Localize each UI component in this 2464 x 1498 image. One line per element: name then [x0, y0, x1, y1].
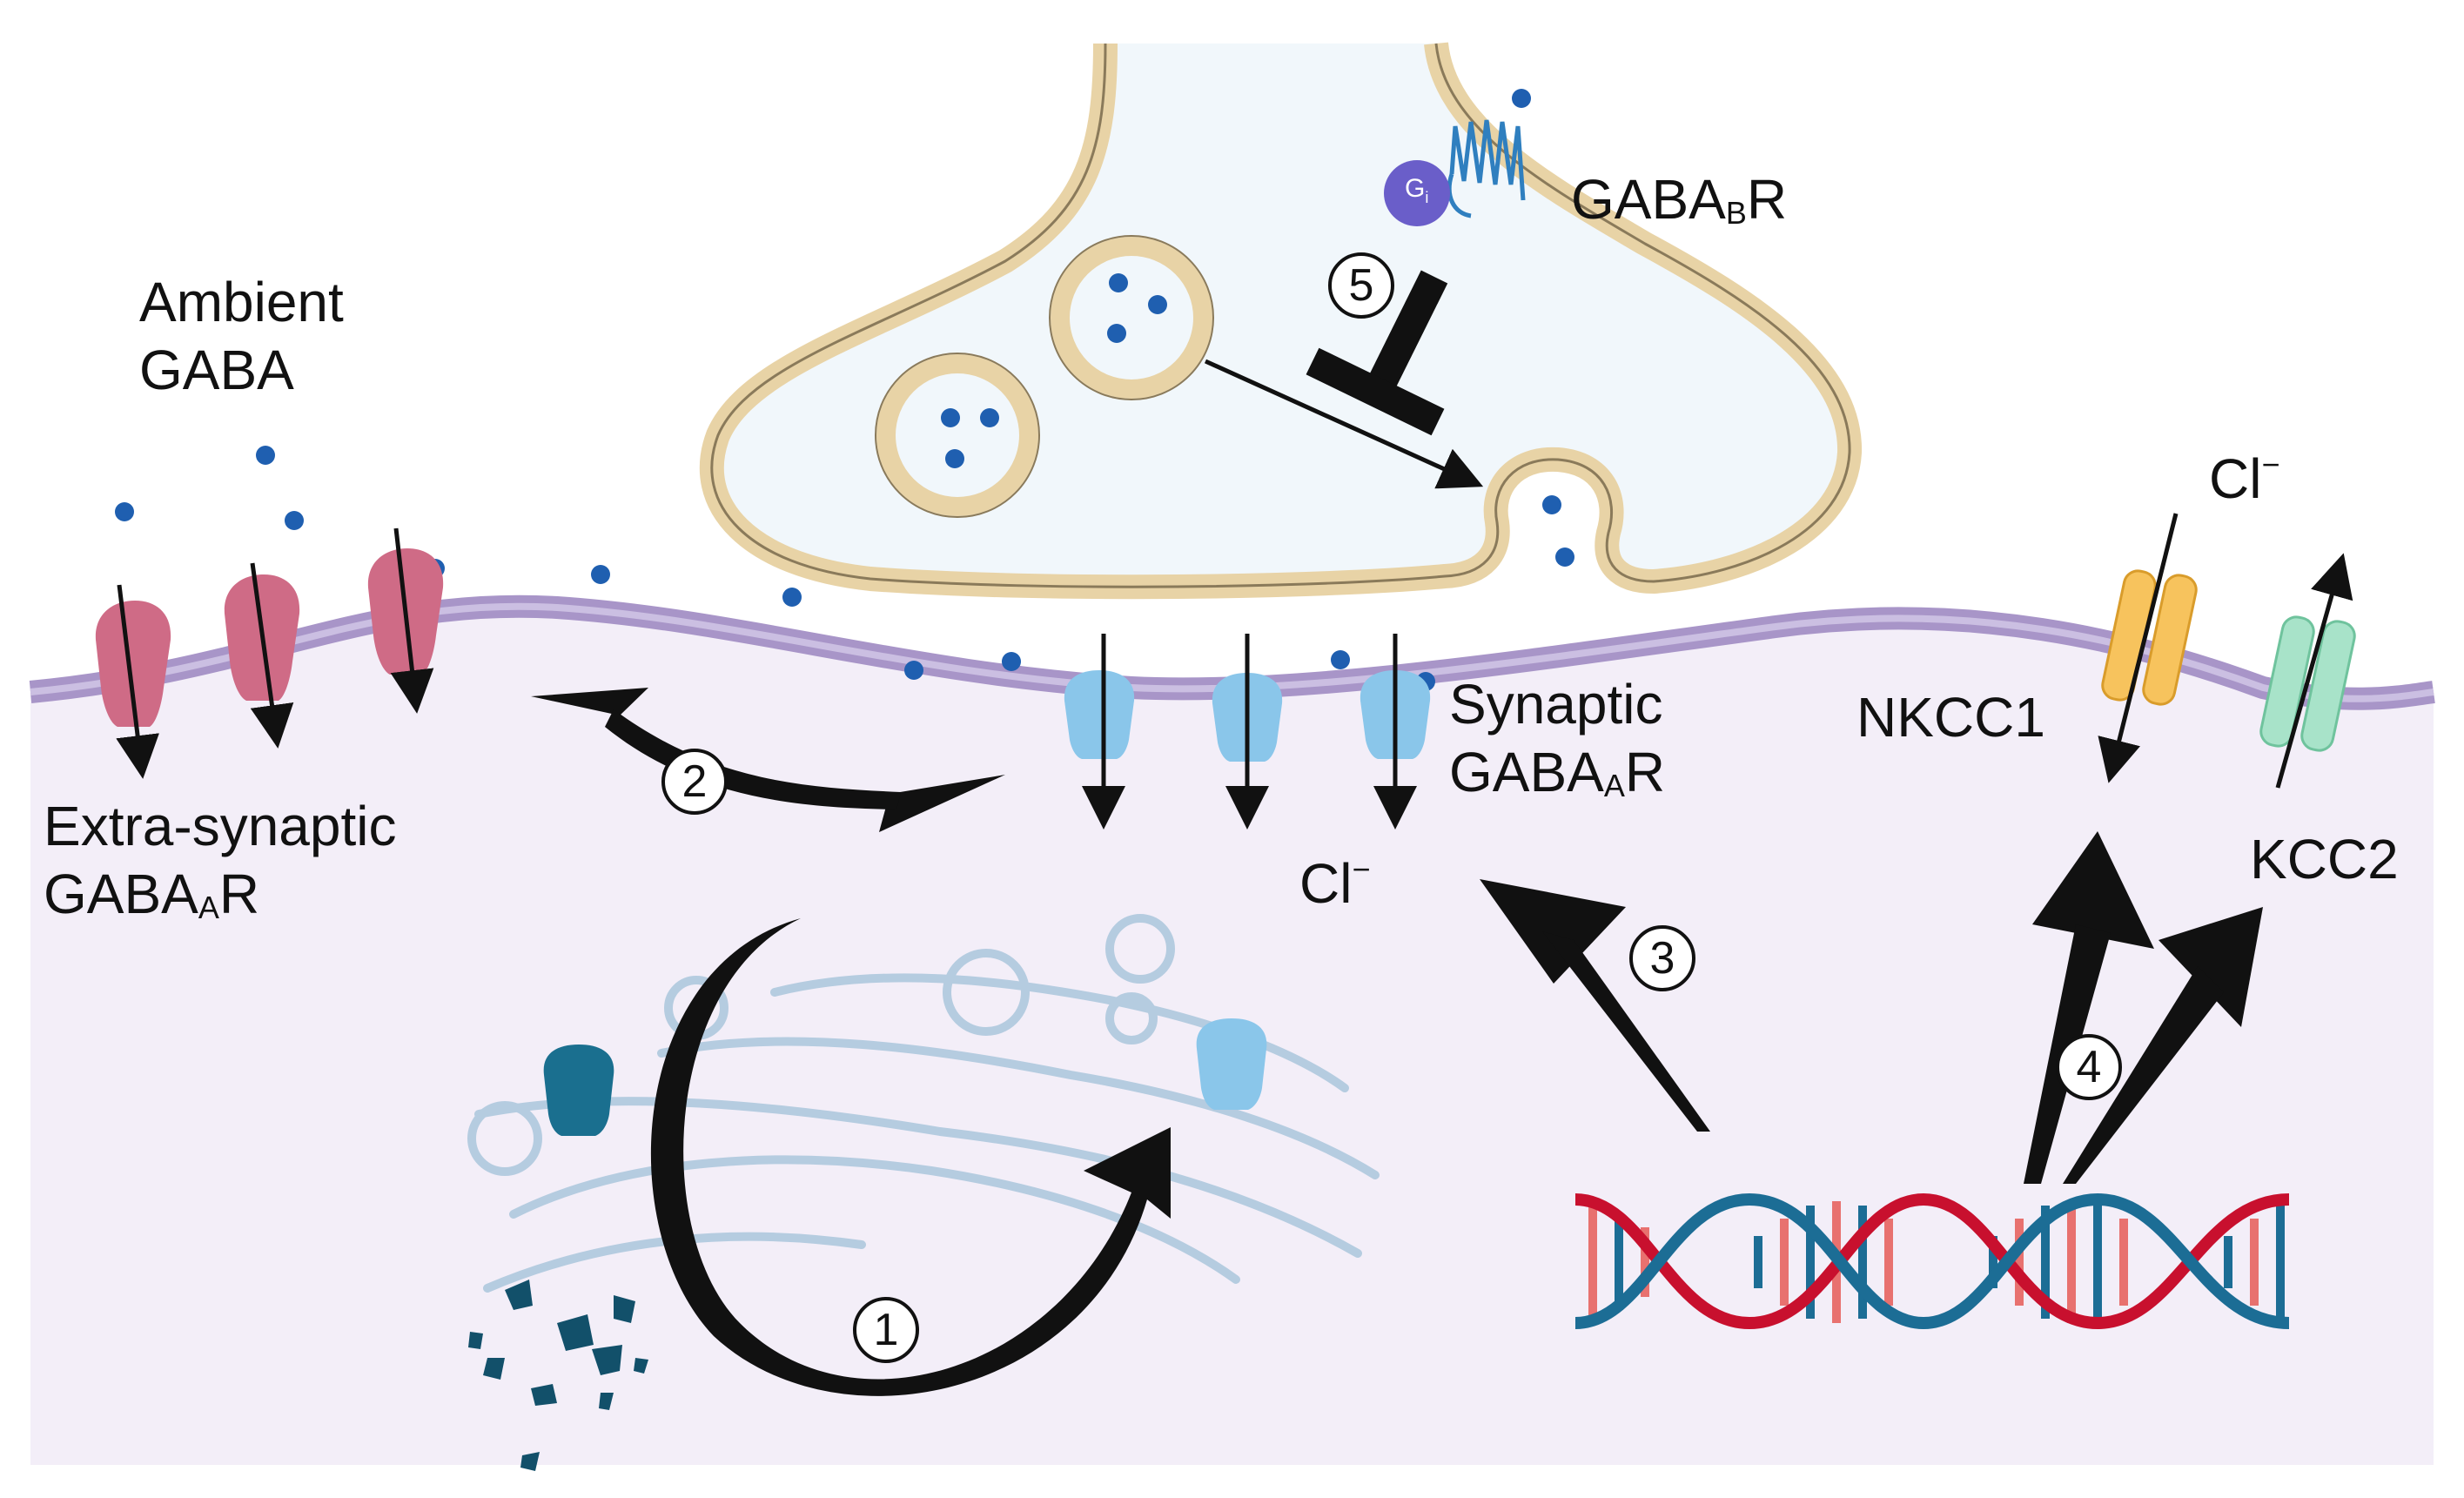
ambient-gaba-line2: GABA — [139, 339, 294, 401]
kcc2-label: KCC2 — [2250, 828, 2399, 890]
nkcc1-transporter-icon — [2101, 569, 2198, 706]
degradation-fragments-icon — [468, 1280, 648, 1471]
gabab-subscript: B — [1725, 195, 1747, 231]
presynaptic-terminal — [699, 42, 1863, 600]
chloride-top-charge: − — [2261, 447, 2280, 482]
dna-helix-icon — [1574, 1192, 2290, 1330]
extrasynaptic-subscript: A — [198, 890, 219, 925]
chloride-mid-label: Cl− — [1299, 836, 1370, 917]
gi-protein-label: Gi — [1405, 174, 1428, 207]
synaptic-line1: Synaptic — [1449, 673, 1663, 736]
golgi-apparatus-icon — [467, 914, 1380, 1293]
presynaptic-membrane-outline — [710, 43, 1851, 588]
synaptic-line2: GABAAR — [1449, 738, 1665, 820]
step-5-badge: 5 — [1328, 252, 1394, 319]
step-1-badge: 1 — [853, 1297, 919, 1363]
nkcc1-label: NKCC1 — [1856, 686, 2045, 749]
ambient-gaba-label: Ambient GABA — [139, 268, 344, 404]
gi-subscript: i — [1425, 189, 1429, 206]
gi-text: G — [1405, 174, 1426, 203]
extrasynaptic-line1: Extra-synaptic — [44, 795, 397, 857]
gabab-receptor-icon — [1447, 119, 1526, 218]
vesicle-release-arrow — [1204, 359, 1484, 489]
extrasynaptic-r-text: R — [218, 863, 260, 925]
gi-protein-icon — [1384, 160, 1450, 226]
vesicle-icon — [875, 353, 1040, 518]
synaptic-gabaar-label: Synaptic GABAAR — [1449, 670, 1665, 820]
ambient-gaba-line1: Ambient — [139, 271, 344, 333]
gabab-text: GABA — [1571, 168, 1726, 231]
step-4-badge: 4 — [2056, 1034, 2122, 1100]
gabab-r-text: R — [1746, 168, 1788, 231]
chloride-mid-text: Cl — [1299, 852, 1353, 915]
kcc2-transporter-icon — [2259, 615, 2356, 752]
step-3-badge: 3 — [1629, 925, 1695, 991]
chloride-flux-arrows — [116, 513, 2353, 830]
chloride-top-label: Cl− — [2209, 431, 2279, 513]
synaptic-gaba-text: GABA — [1449, 741, 1604, 803]
presynaptic-inhibition-symbol — [1306, 270, 1448, 436]
extrasynaptic-line2: GABAAR — [44, 860, 396, 942]
vesicle-icon — [1049, 235, 1214, 400]
gabab-receptor-label: GABABR — [1571, 165, 1787, 247]
synaptic-subscript: A — [1603, 768, 1625, 803]
step-2-badge: 2 — [661, 749, 728, 815]
lateral-diffusion-arrow — [531, 688, 1005, 832]
extrasynaptic-gabaar-label: Extra-synaptic GABAAR — [44, 792, 396, 942]
gabaa-receptor-icon — [1196, 1018, 1267, 1110]
synaptic-r-text: R — [1624, 741, 1666, 803]
extrasynaptic-gaba-text: GABA — [44, 863, 198, 925]
chloride-top-text: Cl — [2209, 447, 2262, 510]
chloride-mid-charge: − — [1352, 851, 1371, 887]
gabaa-receptor-icon — [543, 1045, 614, 1136]
transcription-arrow — [1480, 879, 1710, 1132]
